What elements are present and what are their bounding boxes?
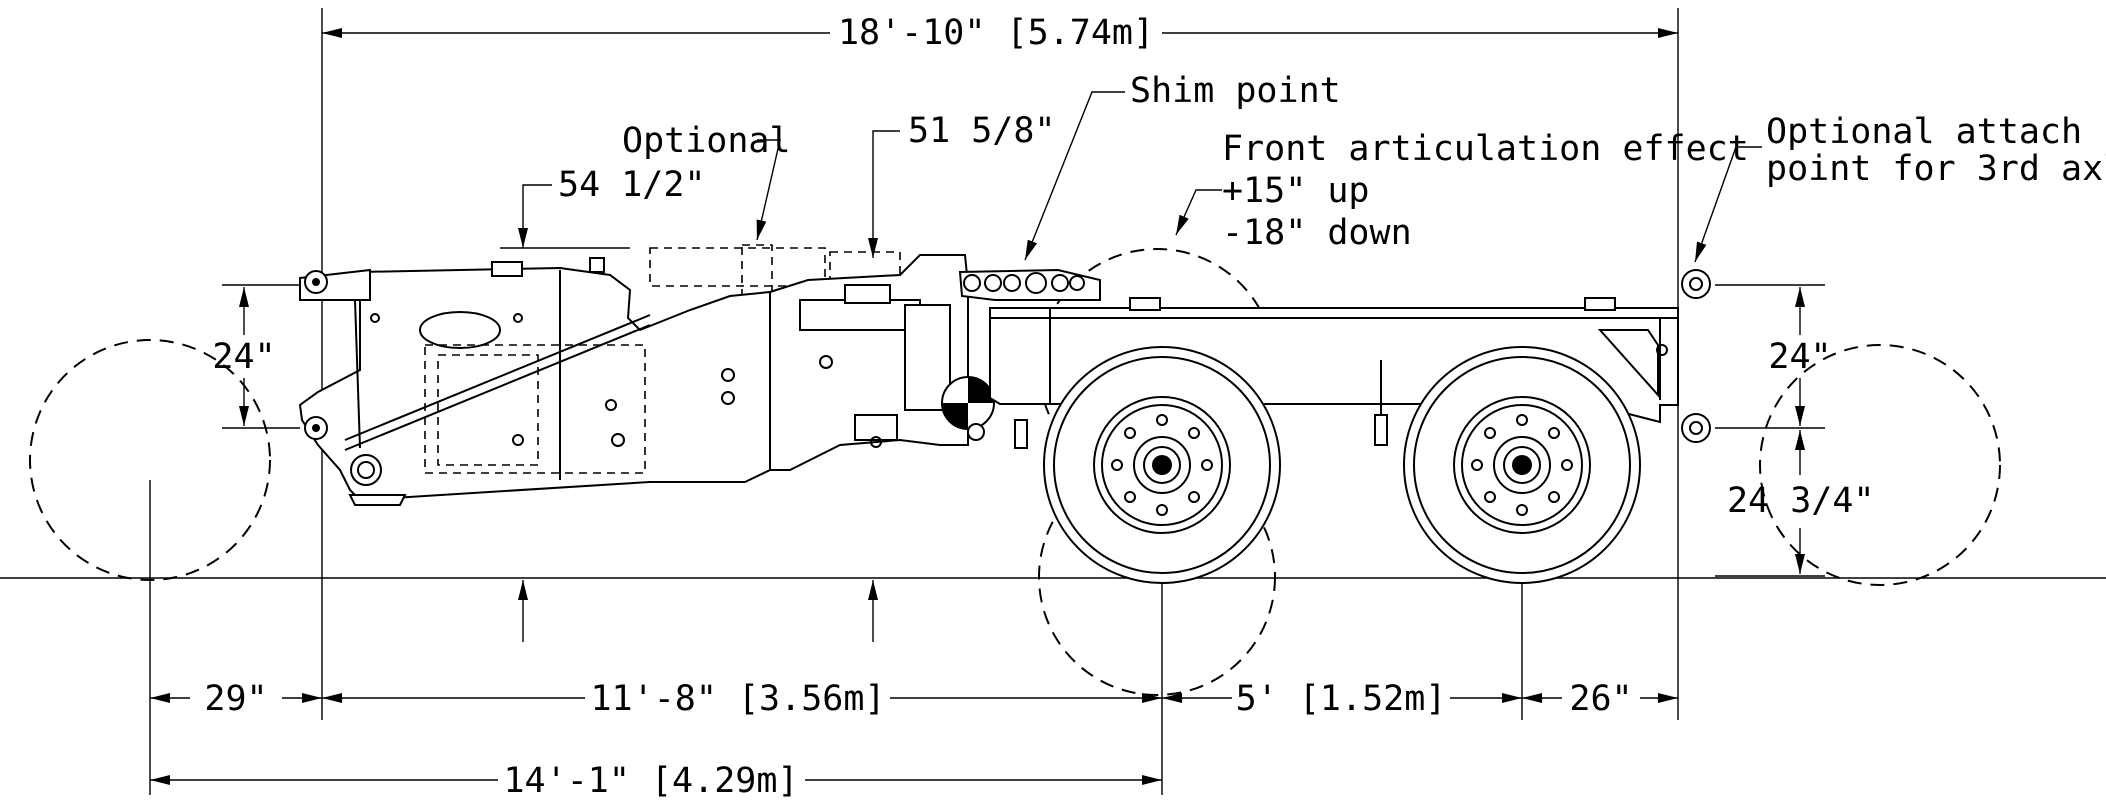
articulation-hub: [941, 376, 995, 441]
dim-54-1-2-label: 54 1/2": [558, 165, 706, 205]
front-articulation-title: Front articulation effect: [1222, 129, 1749, 169]
front-wheel: [1043, 346, 1281, 584]
right-wheel-height-label: 24 3/4": [1727, 481, 1875, 521]
optional-component-dashed: [649, 244, 901, 326]
dim-26-label: 26": [1569, 679, 1632, 719]
dim-5-label: 5' [1.52m]: [1236, 679, 1447, 719]
dim-14-1-label: 14'-1" [4.29m]: [503, 761, 798, 801]
right-height-label: 24": [1768, 337, 1831, 377]
dim-29-label: 29": [204, 679, 267, 719]
leader-lines: [500, 91, 1762, 263]
shim-plate: [958, 268, 1101, 301]
front-articulation-down: -18" down: [1222, 213, 1412, 253]
optional-attach-line2: point for 3rd axle: [1766, 149, 2106, 189]
neck-transition: [769, 254, 969, 471]
front-articulation-up: +15" up: [1222, 171, 1370, 211]
rear-wheel: [1403, 346, 1641, 584]
overall-length-label: 18'-10" [5.74m]: [838, 13, 1154, 53]
optional-label: Optional: [622, 121, 791, 161]
dimension-lines: [150, 28, 1805, 785]
optional-attach-line1: Optional attach: [1766, 112, 2082, 152]
left-height-label: 24": [212, 337, 275, 377]
shim-point-label: Shim point: [1130, 71, 1341, 111]
dim-51-5-8-label: 51 5/8": [908, 111, 1056, 151]
rear-attach-points: [1681, 269, 1711, 443]
gooseneck-frame: [298, 257, 771, 506]
dim-11-8-label: 11'-8" [3.56m]: [590, 679, 885, 719]
